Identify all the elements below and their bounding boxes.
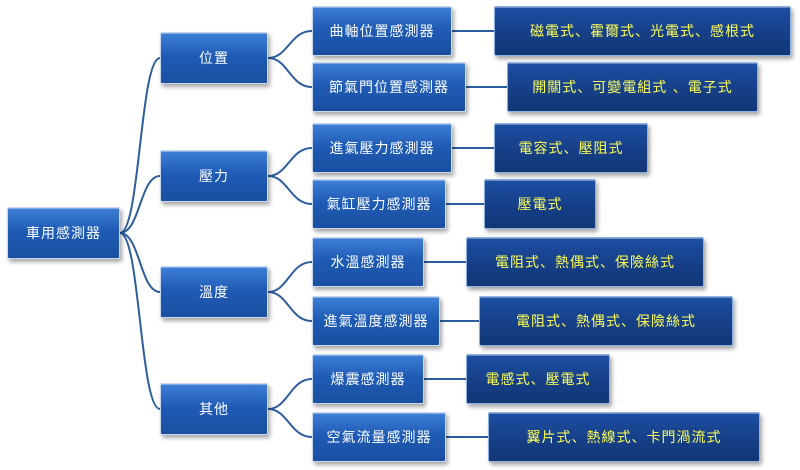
sensor-node-intake-pressure: 進氣壓力感測器 xyxy=(312,123,452,173)
root-node: 車用感測器 xyxy=(7,207,120,259)
connector xyxy=(267,175,313,205)
type-node-intake-pressure-types: 電容式、壓阻式 xyxy=(494,123,648,173)
connector xyxy=(267,30,313,59)
category-node-pressure: 壓力 xyxy=(160,150,268,202)
connector xyxy=(119,57,161,234)
category-node-temperature: 溫度 xyxy=(160,266,268,318)
sensor-node-crankshaft-position: 曲軸位置感測器 xyxy=(312,6,452,56)
type-node-knock-types: 電感式、壓電式 xyxy=(466,354,610,404)
sensor-node-throttle-position: 節氣門位置感測器 xyxy=(312,62,466,112)
connector xyxy=(267,261,313,293)
connector xyxy=(267,408,313,438)
connector xyxy=(267,291,313,322)
connector xyxy=(119,232,161,293)
sensor-node-water-temperature: 水溫感測器 xyxy=(312,237,424,287)
type-node-crankshaft-types: 磁電式、霍爾式、光電式、感根式 xyxy=(494,6,791,56)
type-node-air-flow-types: 翼片式、熱線式、卡門渦流式 xyxy=(488,412,760,462)
sensor-node-air-flow: 空氣流量感測器 xyxy=(312,412,446,462)
sensor-node-cylinder-pressure: 氣缸壓力感測器 xyxy=(312,179,446,229)
type-node-intake-temperature-types: 電阻式、熱偶式、保險絲式 xyxy=(479,296,733,346)
connector xyxy=(119,232,161,410)
connector xyxy=(267,378,313,410)
type-node-throttle-types: 開關式、可變電組式 、電子式 xyxy=(507,62,758,112)
category-node-position: 位置 xyxy=(160,32,268,84)
type-node-water-temperature-types: 電阻式、熱偶式、保險絲式 xyxy=(466,237,704,287)
connector xyxy=(267,147,313,177)
connector xyxy=(267,57,313,88)
sensor-node-knock: 爆震感測器 xyxy=(312,354,424,404)
type-node-cylinder-pressure-types: 壓電式 xyxy=(484,179,596,229)
connector xyxy=(119,175,161,234)
category-node-other: 其他 xyxy=(160,383,268,435)
sensor-node-intake-temperature: 進氣溫度感測器 xyxy=(312,296,440,346)
